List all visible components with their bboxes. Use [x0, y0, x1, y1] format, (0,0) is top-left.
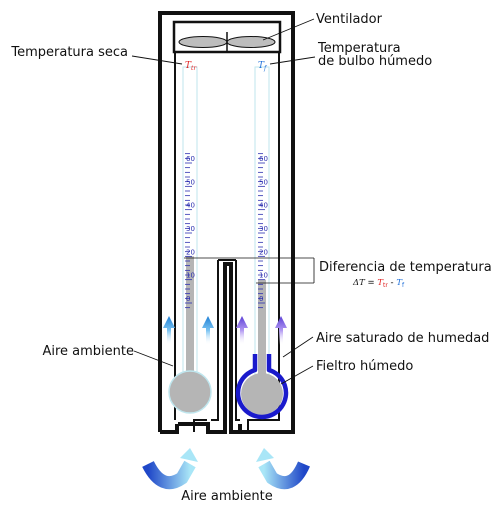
ambient-air-arrow-left [163, 316, 175, 345]
dry-scale-tick-label: 40 [186, 202, 195, 210]
dry-scale-tick-label: 0 [186, 295, 190, 303]
wet-bulb [241, 373, 283, 415]
wet-scale-tick-label: 40 [259, 202, 268, 210]
fan-blade-left [178, 36, 228, 48]
frame-inner-lines [174, 27, 280, 432]
wet-felt [235, 354, 289, 420]
ambient-air-arrow-right [202, 316, 214, 345]
fan [172, 20, 282, 54]
dry-scale-tick-label: 60 [186, 155, 195, 163]
wet-mercury-column [258, 279, 266, 378]
dry-scale-tick-label: 10 [186, 272, 195, 280]
saturated-air-arrow-left [236, 316, 248, 345]
dry-scale-tick-label: 30 [186, 225, 195, 233]
label-temperatura-bulbo-humedo-1: Temperatura [317, 41, 401, 56]
wet-scale-tick-label: 10 [259, 272, 268, 280]
saturated-air-arrow-right [275, 316, 287, 345]
wet-scale-tick-label: 60 [259, 155, 268, 163]
wet-temperature-scale: 0 10 20 30 40 50 60 [258, 153, 268, 309]
wet-scale-tick-label: 30 [259, 225, 268, 233]
label-aire-saturado: Aire saturado de humedad [316, 331, 489, 346]
dry-bulb [168, 370, 212, 414]
wet-scale-tick-label: 20 [259, 248, 268, 256]
label-ventilador: Ventilador [316, 12, 383, 27]
psychrometer-frame [158, 11, 295, 434]
label-aire-ambiente-izquierda: Aire ambiente [42, 344, 134, 359]
label-temperatura-bulbo-humedo-2: de bulbo húmedo [318, 54, 432, 69]
bottom-intake-arrow-right [256, 448, 310, 490]
label-fieltro-humedo: Fieltro húmedo [316, 359, 413, 374]
dry-scale-tick-label: 50 [186, 178, 195, 186]
wet-scale-tick-label: 50 [259, 178, 268, 186]
dry-temperature-scale: 0 10 20 30 40 50 60 [185, 153, 195, 309]
delta-t-equation: ΔT = Ttr - Tf [352, 278, 405, 289]
wet-temperature-symbol: Tf [258, 61, 268, 72]
dry-scale-tick-label: 20 [186, 248, 195, 256]
dry-mercury-column [186, 256, 194, 378]
dry-bulb-thermometer [168, 66, 212, 414]
wet-bulb-thermometer [235, 66, 289, 420]
leader-lines [131, 18, 316, 385]
dry-temperature-symbol: Ttr [185, 61, 197, 72]
label-aire-ambiente-inferior: Aire ambiente [181, 489, 273, 504]
label-diferencia-temperatura: Diferencia de temperatura [319, 260, 492, 275]
saturated-air-arrows-wet [236, 316, 287, 345]
ambient-air-arrows-dry [163, 316, 214, 345]
bottom-intake-arrow-left [142, 448, 198, 490]
label-temperatura-seca: Temperatura seca [10, 45, 128, 60]
temperature-difference-bracket [184, 257, 315, 284]
wet-scale-tick-label: 0 [259, 295, 263, 303]
